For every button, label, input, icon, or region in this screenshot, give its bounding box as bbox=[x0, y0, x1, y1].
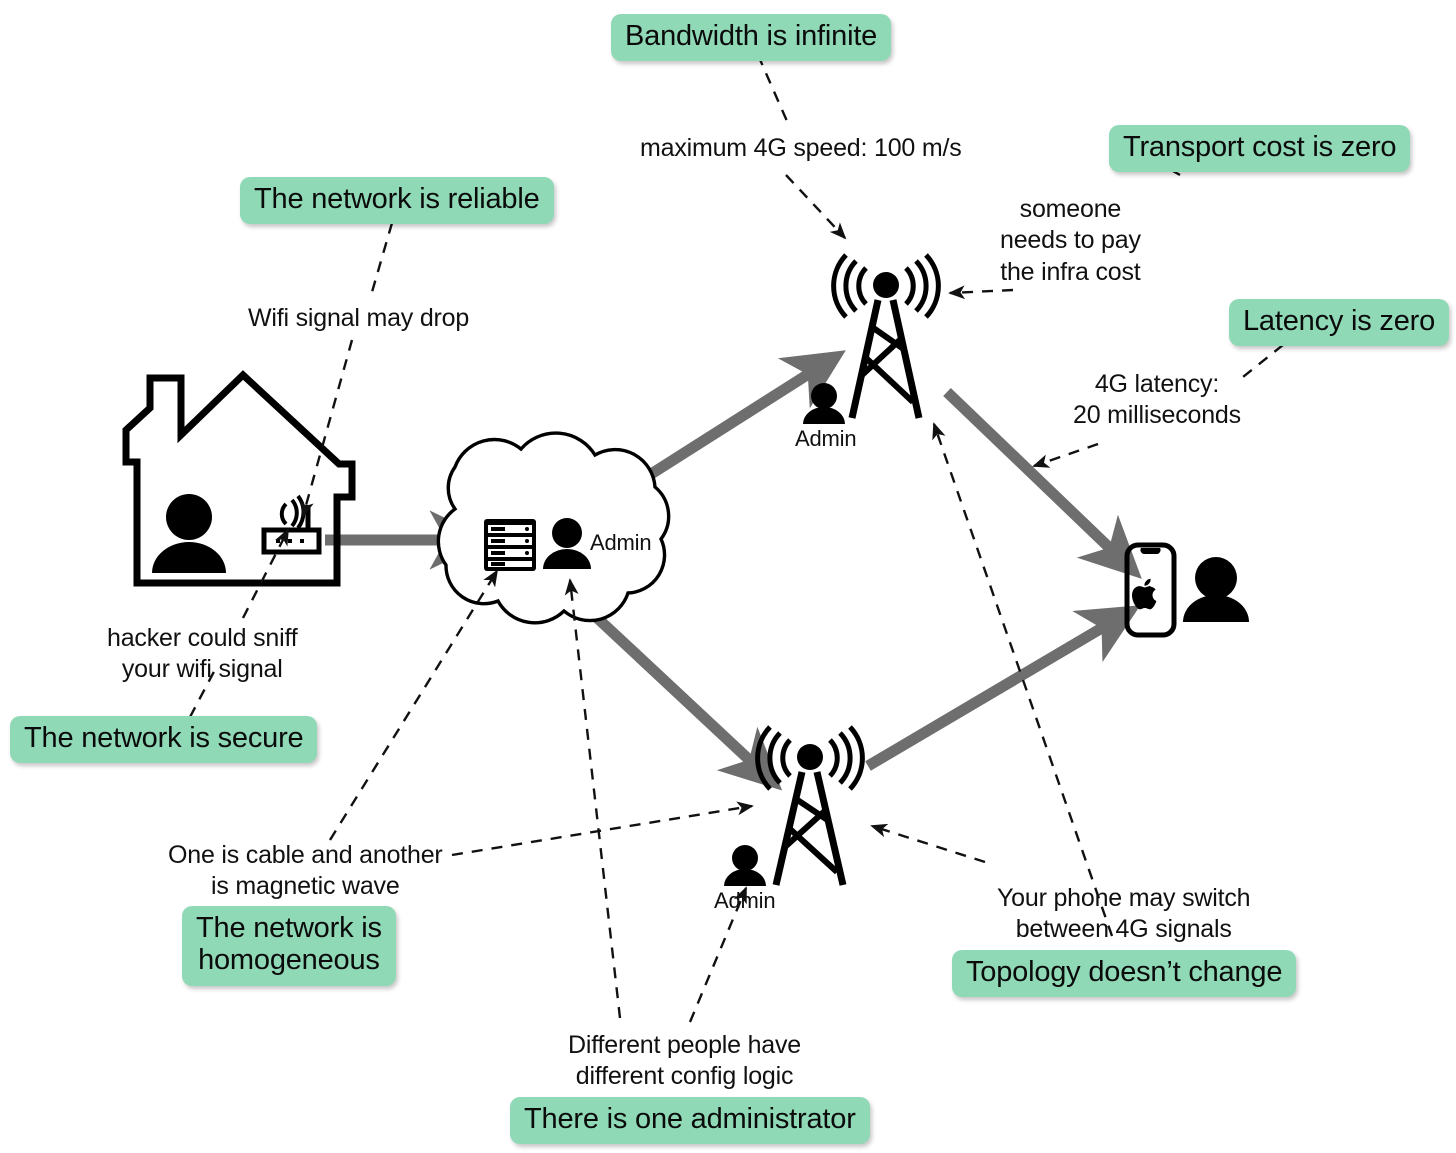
leader-bandwidth bbox=[756, 54, 792, 129]
flow-cloud-to-bottom-tower bbox=[574, 595, 783, 791]
note-cable-and-magnetic-wave: One is cable and another is magnetic wav… bbox=[168, 841, 443, 901]
phone-user-icon bbox=[1183, 557, 1249, 622]
cloud-admin-icon bbox=[543, 518, 591, 569]
note-maximum-4g-speed: maximum 4G speed: 100 m/s bbox=[640, 134, 962, 162]
flow-bottom-tower-to-phone bbox=[865, 605, 1141, 771]
house-person-icon bbox=[152, 494, 226, 573]
note-hacker-could-sniff: hacker could sniff your wifi signal bbox=[107, 624, 298, 684]
note-different-config-logic: Different people have different config l… bbox=[568, 1031, 802, 1091]
leader-wifi-drop-to-router bbox=[300, 339, 354, 518]
fallacy-one-administrator[interactable]: There is one administrator bbox=[510, 1097, 870, 1145]
fallacy-latency-is-zero[interactable]: Latency is zero bbox=[1229, 299, 1450, 347]
fallacy-topology-doesnt-change[interactable]: Topology doesn’t change bbox=[952, 950, 1297, 998]
cell-tower-top-icon bbox=[831, 253, 941, 419]
fallacy-network-is-secure[interactable]: The network is secure bbox=[10, 716, 318, 764]
tower-top-admin-icon bbox=[803, 383, 845, 424]
smartphone-icon bbox=[1124, 542, 1177, 638]
note-infra-cost: someone needs to pay the infra cost bbox=[1000, 195, 1141, 286]
note-phone-may-switch: Your phone may switch between 4G signals bbox=[997, 884, 1251, 944]
label-cloud-admin: Admin bbox=[590, 530, 652, 555]
cell-tower-bottom-icon bbox=[755, 725, 865, 886]
label-tower-bottom-admin: Admin bbox=[714, 888, 776, 913]
fallacy-transport-cost-is-zero[interactable]: Transport cost is zero bbox=[1109, 125, 1411, 173]
leader-cable-wave-to-cloud bbox=[328, 569, 499, 841]
house-icon bbox=[122, 370, 356, 587]
note-4g-latency: 4G latency: 20 milliseconds bbox=[1073, 370, 1241, 430]
label-tower-top-admin: Admin bbox=[795, 426, 857, 451]
cloud-icon bbox=[436, 431, 671, 625]
wifi-router-icon bbox=[261, 494, 322, 555]
leader-max-speed-to-tower bbox=[785, 174, 847, 240]
note-wifi-signal-may-drop: Wifi signal may drop bbox=[248, 304, 470, 332]
leader-infra-cost-to-tower bbox=[948, 285, 1014, 300]
leader-config-to-cloud-admin bbox=[564, 578, 622, 1019]
leader-latency-to-link bbox=[1032, 442, 1099, 468]
tower-bottom-admin-icon bbox=[724, 845, 766, 886]
leader-latency bbox=[1242, 344, 1284, 378]
leader-hacker-to-router bbox=[241, 528, 290, 619]
apple-logo-icon bbox=[1132, 578, 1157, 610]
server-icon bbox=[484, 519, 536, 571]
fallacy-network-is-homogeneous[interactable]: The network is homogeneous bbox=[182, 906, 396, 986]
leader-reliable bbox=[370, 222, 394, 293]
leader-cable-wave-to-tower bbox=[451, 801, 754, 857]
flow-cloud-to-top-tower bbox=[497, 350, 846, 575]
leader-switch-to-bottom-tower bbox=[870, 823, 986, 864]
leader-topology-to-phone bbox=[932, 422, 1114, 937]
fallacy-network-is-reliable[interactable]: The network is reliable bbox=[240, 177, 554, 225]
fallacy-bandwidth-is-infinite[interactable]: Bandwidth is infinite bbox=[611, 14, 892, 62]
